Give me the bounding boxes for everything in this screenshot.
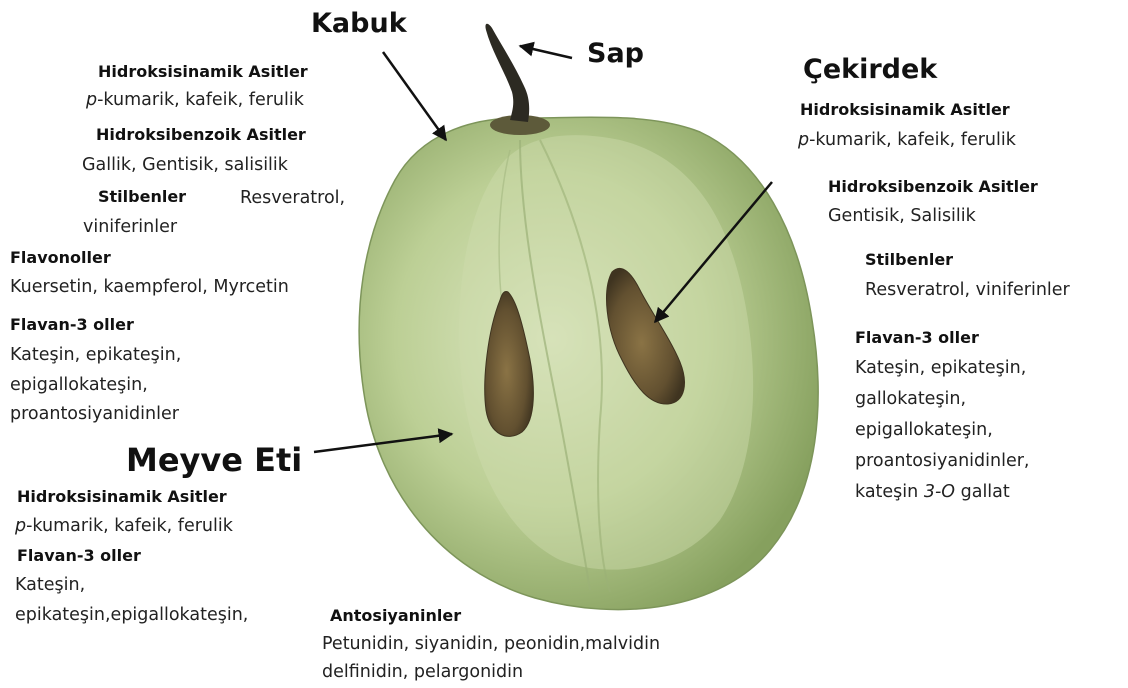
- meyve-hidroksisinamik-title: Hidroksisinamik Asitler: [17, 489, 227, 505]
- meyve-flavan-line-1: Kateşin,: [15, 577, 85, 595]
- meyve-hidroksisinamik-text: p-kumarik, kafeik, ferulik: [15, 518, 233, 536]
- cekirdek-flavan-line-1: Kateşin, epikateşin,: [855, 360, 1026, 378]
- kabuk-hidroksibenzoik-title: Hidroksibenzoik Asitler: [96, 127, 306, 143]
- stem: [485, 24, 529, 122]
- antosiyanin-line-1: Petunidin, siyanidin, peonidin,malvidin: [322, 636, 660, 654]
- kabuk-stilbenler-text-1: Resveratrol,: [240, 190, 345, 208]
- kabuk-hidroksisinamik-title: Hidroksisinamik Asitler: [98, 64, 308, 80]
- kabuk-flavonoller-text: Kuersetin, kaempferol, Myrcetin: [10, 279, 289, 297]
- kabuk-stilbenler-text-2: viniferinler: [83, 219, 177, 237]
- antosiyanin-line-2: delfinidin, pelargonidin: [322, 664, 523, 682]
- cekirdek-hidroksisinamik-title: Hidroksisinamik Asitler: [800, 102, 1010, 118]
- label-kabuk: Kabuk: [311, 10, 407, 37]
- cekirdek-flavan-line-3: epigallokateşin,: [855, 422, 993, 440]
- kabuk-flavan-title: Flavan-3 oller: [10, 317, 134, 333]
- cekirdek-flavan-line-2: gallokateşin,: [855, 391, 966, 409]
- cekirdek-hidroksibenzoik-title: Hidroksibenzoik Asitler: [828, 179, 1038, 195]
- label-meyve-eti: Meyve Eti: [126, 444, 302, 476]
- kabuk-flavan-line-2: epigallokateşin,: [10, 377, 148, 395]
- arrow-kabuk: [383, 52, 446, 140]
- meyve-flavan-line-2: epikateşin,epigallokateşin,: [15, 607, 248, 625]
- meyve-flavan-title: Flavan-3 oller: [17, 548, 141, 564]
- arrow-sap: [520, 46, 572, 58]
- cekirdek-stilbenler-title: Stilbenler: [865, 252, 953, 268]
- kabuk-hidroksibenzoik-text: Gallik, Gentisik, salisilik: [82, 157, 288, 175]
- antosiyanin-title: Antosiyaninler: [330, 608, 461, 624]
- cekirdek-hidroksibenzoik-text: Gentisik, Salisilik: [828, 208, 976, 226]
- cekirdek-flavan-title: Flavan-3 oller: [855, 330, 979, 346]
- cekirdek-hidroksisinamik-text: p-kumarik, kafeik, ferulik: [798, 132, 1016, 150]
- kabuk-flavan-line-3: proantosiyanidinler: [10, 406, 179, 424]
- kabuk-stilbenler-title: Stilbenler: [98, 189, 186, 205]
- kabuk-hidroksisinamik-text: p-kumarik, kafeik, ferulik: [86, 92, 304, 110]
- cekirdek-flavan-line-5: kateşin 3-O gallat: [855, 484, 1010, 502]
- label-sap: Sap: [587, 40, 644, 67]
- cekirdek-stilbenler-text: Resveratrol, viniferinler: [865, 282, 1070, 300]
- kabuk-flavan-line-1: Kateşin, epikateşin,: [10, 347, 181, 365]
- cekirdek-flavan-line-4: proantosiyanidinler,: [855, 453, 1029, 471]
- label-cekirdek: Çekirdek: [803, 56, 937, 83]
- kabuk-flavonoller-title: Flavonoller: [10, 250, 111, 266]
